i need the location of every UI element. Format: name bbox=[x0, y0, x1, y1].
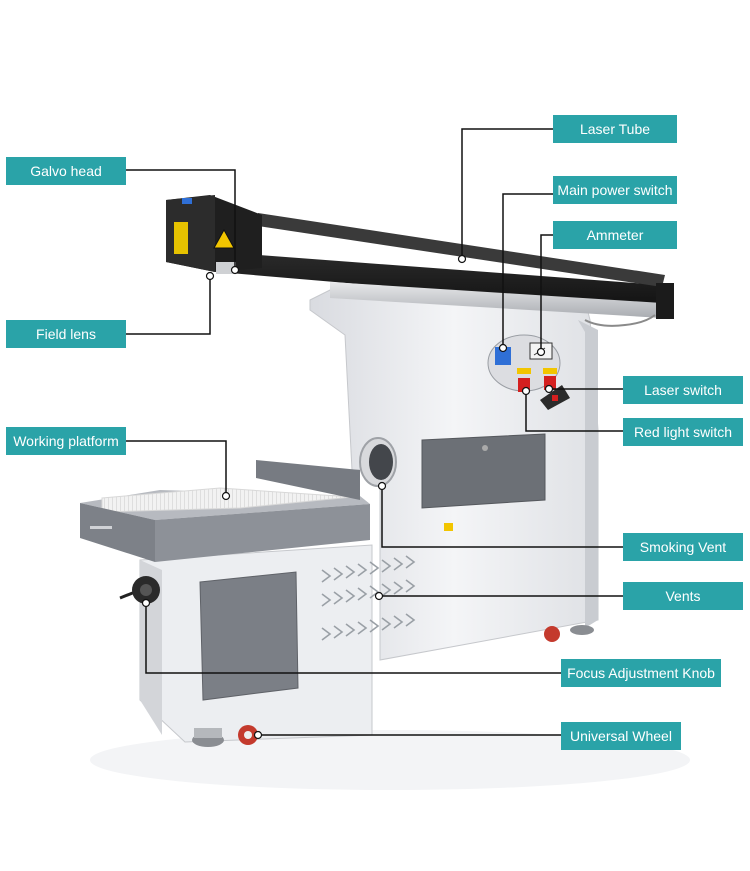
galvo-head-label: Galvo head bbox=[6, 157, 126, 185]
leader-galvo-head bbox=[126, 169, 236, 270]
ammeter-label: Ammeter bbox=[553, 221, 677, 249]
universal-wheels bbox=[192, 625, 594, 747]
leader-main-power-switch bbox=[502, 193, 553, 348]
vents bbox=[321, 555, 416, 641]
smoking-vent-label: Smoking Vent bbox=[623, 533, 743, 561]
leader-red-light-switch bbox=[525, 391, 623, 432]
smoking-vent bbox=[359, 437, 397, 487]
leader-laser-tube bbox=[461, 128, 553, 259]
leader-ammeter bbox=[540, 234, 553, 352]
universal-wheel-label: Universal Wheel bbox=[561, 722, 681, 750]
laser-tube-label: Laser Tube bbox=[553, 115, 677, 143]
focus-adjustment-knob bbox=[119, 576, 160, 604]
focus-adjustment-knob-label: Focus Adjustment Knob bbox=[561, 659, 721, 687]
leader-working-platform bbox=[126, 440, 227, 496]
leader-dots bbox=[141, 254, 554, 740]
working-platform bbox=[80, 460, 370, 562]
main-power-switch-label: Main power switch bbox=[553, 176, 677, 204]
field-lens-label: Field lens bbox=[6, 320, 126, 348]
working-platform-label: Working platform bbox=[6, 427, 126, 455]
leader-lines bbox=[126, 128, 623, 736]
red-light-switch-label: Red light switch bbox=[623, 418, 743, 446]
base-door-panel bbox=[199, 571, 299, 701]
vents-label: Vents bbox=[623, 582, 743, 610]
access-panel bbox=[421, 433, 546, 509]
galvo-head bbox=[166, 195, 262, 274]
leader-smoking-vent bbox=[381, 486, 623, 548]
leader-field-lens bbox=[126, 276, 211, 335]
laser-switch-label: Laser switch bbox=[623, 376, 743, 404]
leader-focus-knob bbox=[145, 603, 561, 674]
floor-shadow bbox=[90, 730, 690, 790]
